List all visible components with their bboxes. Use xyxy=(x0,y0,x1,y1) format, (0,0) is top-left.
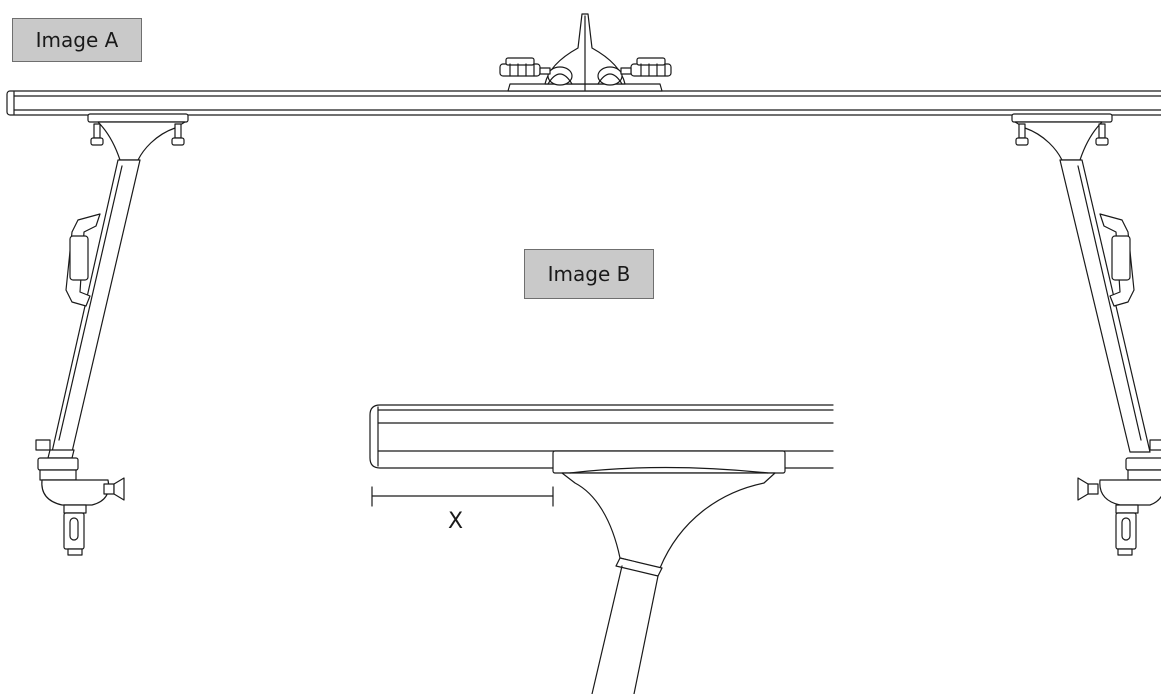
detail-leg-mount xyxy=(553,451,785,694)
dimension-x-label: X xyxy=(448,509,464,534)
image-b-label: Image B xyxy=(524,249,654,299)
left-leg xyxy=(36,114,188,555)
center-mount xyxy=(500,14,671,91)
crossbar-top xyxy=(7,91,1161,115)
image-a-label: Image A xyxy=(12,18,142,62)
right-leg xyxy=(1012,114,1161,555)
dimension-x-line xyxy=(372,487,553,506)
